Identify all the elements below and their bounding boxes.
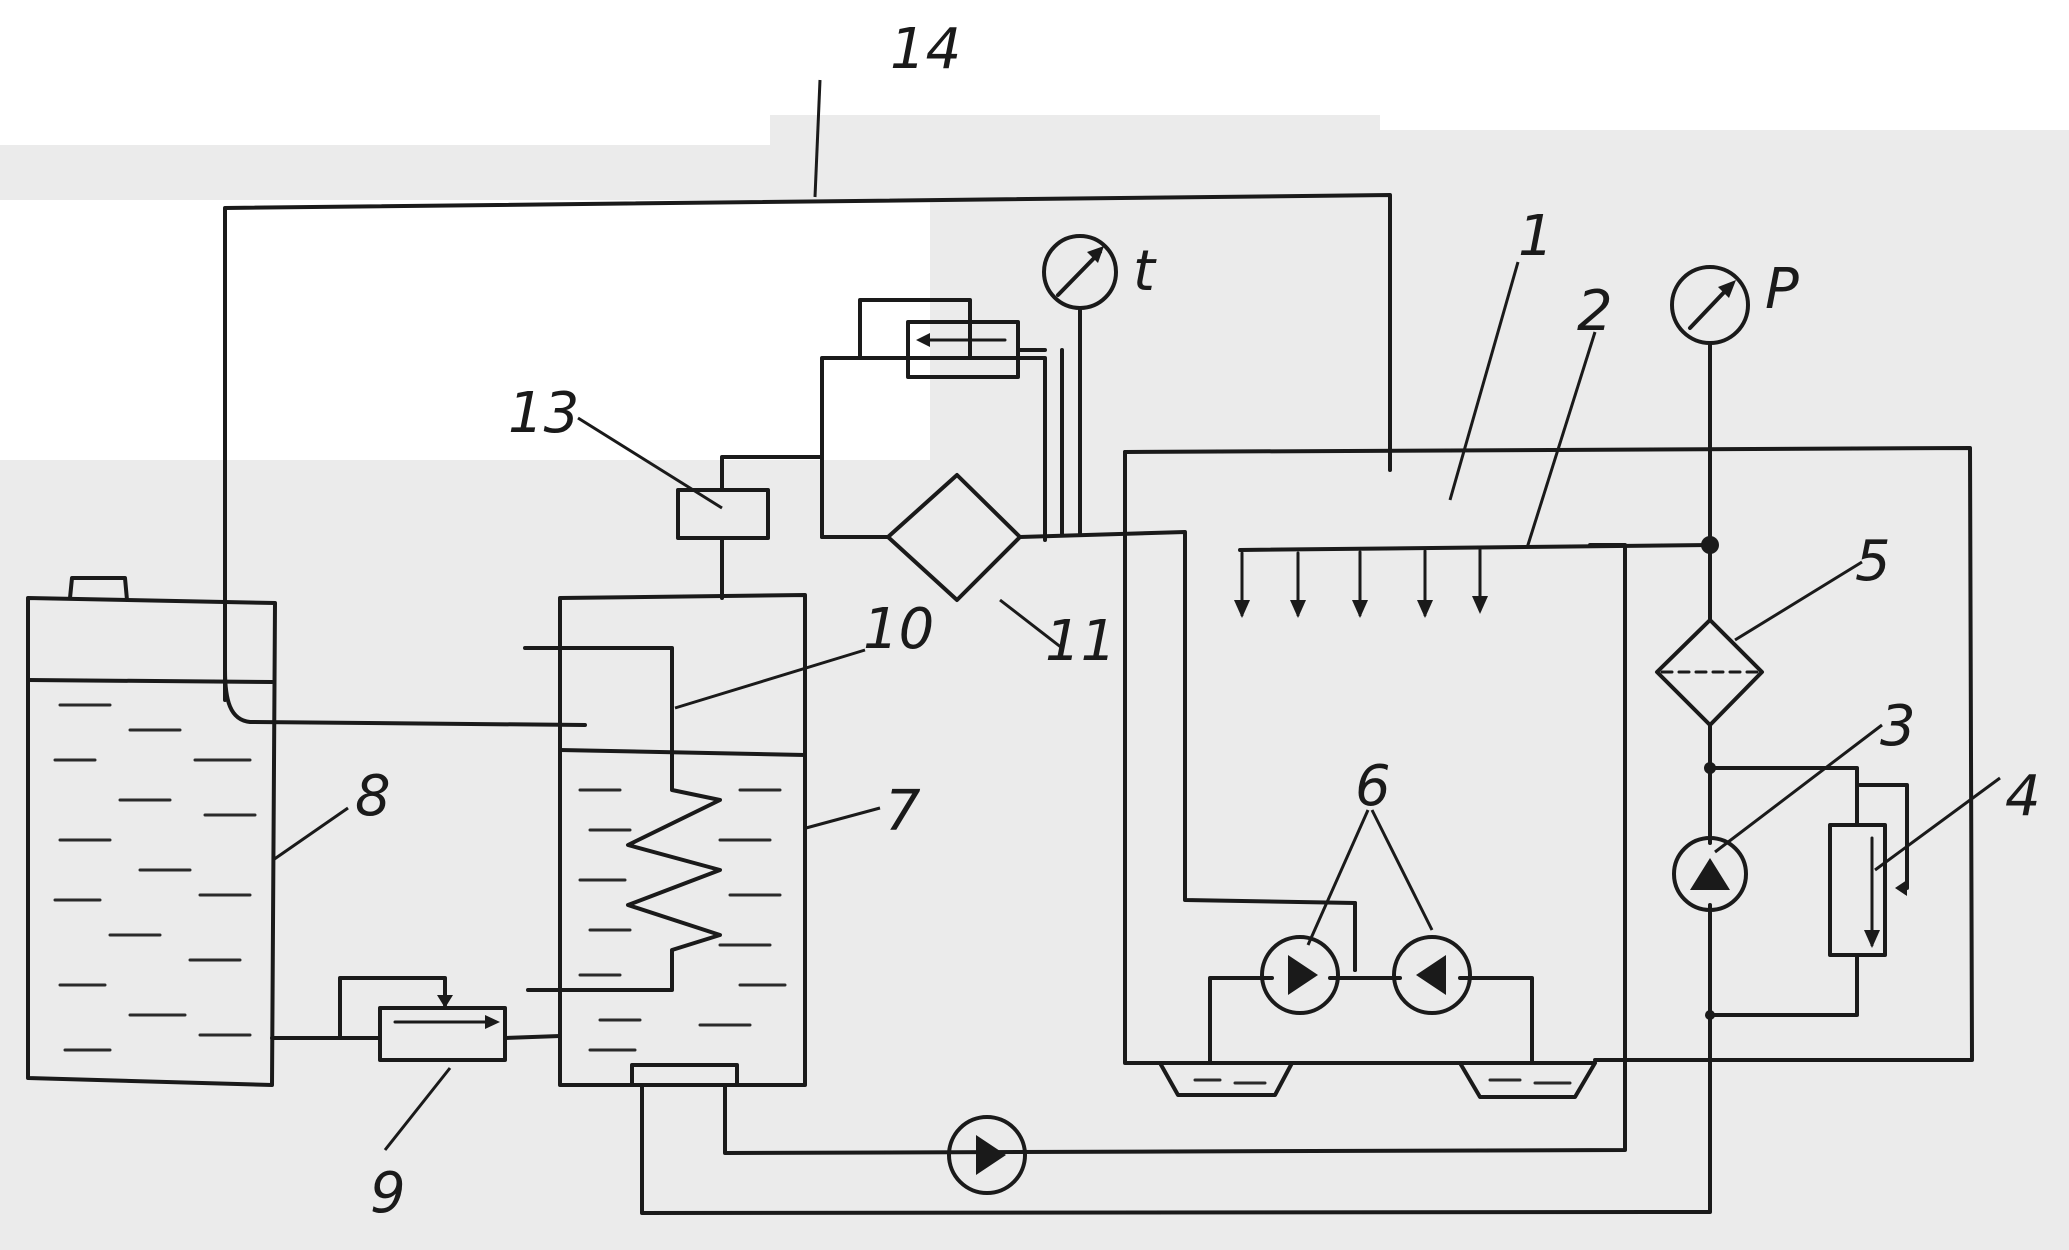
compressor-assembly <box>820 298 1047 542</box>
label-2: 2 <box>1577 279 1613 344</box>
temperature-gauge <box>1042 234 1118 537</box>
storage-tank-8 <box>26 576 277 1087</box>
label-10: 10 <box>863 597 934 662</box>
label-9: 9 <box>370 1161 406 1226</box>
paper-background <box>0 0 2069 460</box>
filter-5 <box>1655 618 1764 727</box>
label-11: 11 <box>1045 609 1116 674</box>
pressure-line <box>640 341 1712 1215</box>
label-14: 14 <box>890 17 961 82</box>
return-pump <box>947 1115 1027 1195</box>
label-5: 5 <box>1855 529 1891 594</box>
label-13: 13 <box>508 381 579 446</box>
heat-exchange-tank-7 <box>523 593 807 1087</box>
label-1: 1 <box>1518 204 1554 269</box>
pumps-6 <box>1158 901 1597 1099</box>
relief-valve-4 <box>1708 766 1909 1017</box>
label-6: 6 <box>1355 754 1391 819</box>
label-pressure: P <box>1765 257 1799 322</box>
pressure-gauge <box>1670 265 1750 345</box>
pipe-14 <box>223 193 1392 702</box>
spray-header-2 <box>1234 536 1719 618</box>
label-temperature: t <box>1133 239 1157 304</box>
tank-8-inner-pipe <box>223 668 587 727</box>
tank-7-liquid <box>578 788 787 1052</box>
labels: 14 13 10 11 7 8 9 1 2 5 3 4 6 P t <box>355 17 2041 1226</box>
label-8: 8 <box>355 764 391 829</box>
label-3: 3 <box>1880 694 1916 759</box>
unit-13 <box>676 455 824 600</box>
label-4: 4 <box>2005 764 2041 829</box>
leader-lines <box>272 79 2001 1151</box>
spray-nozzles <box>1234 548 1488 618</box>
coil-10 <box>523 646 722 992</box>
control-valve-9 <box>270 976 562 1062</box>
tank-8-liquid <box>53 703 257 1052</box>
label-7: 7 <box>885 779 921 844</box>
